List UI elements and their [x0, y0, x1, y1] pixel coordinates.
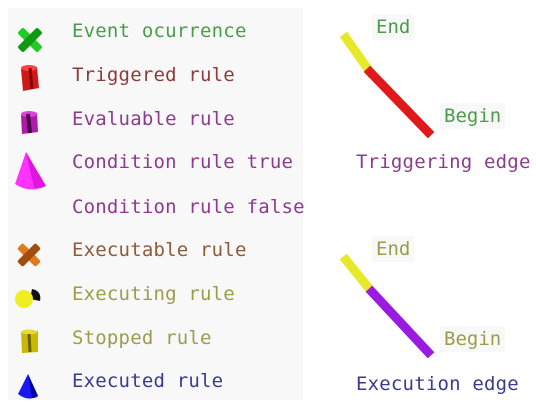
triggering-edge-line	[339, 31, 435, 139]
execution-edge-begin-label: Begin	[440, 326, 506, 352]
green-x-icon	[18, 28, 42, 52]
legend-label-executable-rule: Executable rule	[72, 239, 247, 261]
states-panel	[8, 8, 303, 400]
legend-label-triggered-rule: Triggered rule	[72, 64, 235, 86]
triggering-edge-end-label: End	[372, 14, 415, 40]
legend-label-condition-rule-true: Condition rule true	[72, 151, 294, 173]
execution-edge-end-label: End	[372, 236, 415, 262]
blue-cone-icon	[18, 374, 38, 399]
triggering-edge-begin-label: Begin	[440, 103, 506, 129]
legend-label-executing-rule: Executing rule	[72, 283, 235, 305]
triggering-edge-caption: Triggering edge	[356, 151, 531, 173]
legend-label-executed-rule: Executed rule	[72, 370, 224, 392]
orange-x-icon	[17, 243, 41, 267]
legend-label-condition-rule-false: Condition rule false	[72, 196, 305, 218]
legend-label-event-ocurrence: Event ocurrence	[72, 20, 247, 42]
magenta-cone-icon	[15, 152, 46, 190]
olive-cylinder-icon	[21, 329, 38, 353]
purple-cylinder-icon	[21, 111, 38, 134]
legend-label-stopped-rule: Stopped rule	[72, 327, 212, 349]
execution-edge-line	[339, 253, 435, 359]
legend-label-evaluable-rule: Evaluable rule	[72, 108, 235, 130]
execution-edge-caption: Execution edge	[356, 373, 519, 395]
yellow-sphere-icon	[15, 289, 41, 308]
red-cylinder-icon	[21, 65, 39, 91]
